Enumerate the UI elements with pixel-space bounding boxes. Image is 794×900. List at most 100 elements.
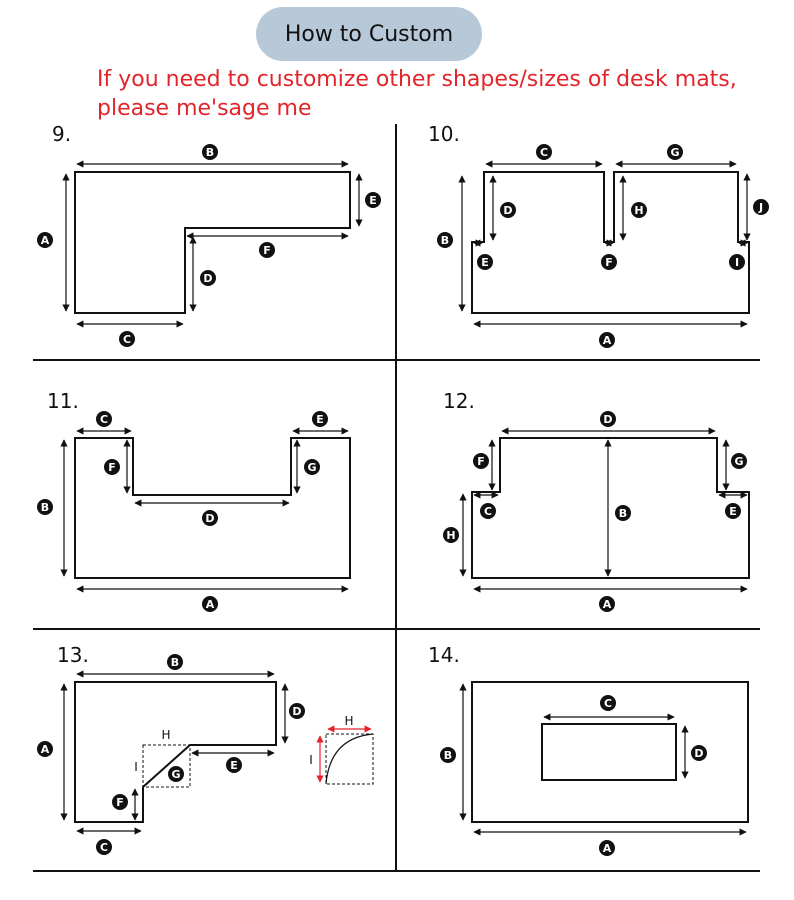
badge-g: G <box>667 144 683 160</box>
panel-13: 13. H I B D A E G F C H I <box>37 643 374 855</box>
svg-text:H: H <box>446 529 455 542</box>
how-to-custom-button[interactable]: How to Custom <box>256 7 482 61</box>
svg-text:C: C <box>484 505 492 518</box>
badge-c: C <box>600 695 616 711</box>
badge-e: E <box>365 192 381 208</box>
svg-text:D: D <box>292 705 301 718</box>
panel-number: 9. <box>52 122 71 146</box>
svg-text:A: A <box>603 598 612 611</box>
badge-c: C <box>96 839 112 855</box>
svg-text:E: E <box>729 505 737 518</box>
panel-number: 10. <box>428 122 460 146</box>
badge-c: C <box>536 144 552 160</box>
svg-text:G: G <box>171 768 180 781</box>
badge-g: G <box>304 459 320 475</box>
mat-shape <box>74 437 351 579</box>
svg-text:G: G <box>307 461 316 474</box>
panel-10: 10. C G D H J B E F I A <box>428 122 769 348</box>
mat-shape <box>74 171 351 314</box>
grid-lines <box>33 124 760 872</box>
svg-text:E: E <box>316 413 324 426</box>
svg-text:A: A <box>41 234 50 247</box>
panel-14: 14. C D B A <box>428 643 749 856</box>
svg-text:E: E <box>481 256 489 269</box>
mat-shape <box>74 681 277 823</box>
panel-9: 9. B A E F D C <box>37 122 381 347</box>
svg-text:G: G <box>734 455 743 468</box>
badge-e: E <box>312 411 328 427</box>
corner-guide-box <box>142 744 191 788</box>
svg-text:C: C <box>100 413 108 426</box>
badge-f: F <box>104 459 120 475</box>
badge-d: D <box>200 270 216 286</box>
panel-number: 14. <box>428 643 460 667</box>
svg-text:J: J <box>758 201 763 214</box>
inset-h-label: H <box>344 714 353 728</box>
svg-text:D: D <box>203 272 212 285</box>
mat-shape <box>471 681 749 823</box>
badge-e: E <box>226 757 242 773</box>
svg-text:D: D <box>503 204 512 217</box>
corner-i-label: I <box>134 760 138 774</box>
svg-text:F: F <box>108 461 116 474</box>
svg-text:B: B <box>206 146 214 159</box>
panel-12: 12. D F G C B E H A <box>443 389 750 612</box>
badge-b: B <box>167 654 183 670</box>
note-line-2: please me'sage me <box>97 96 312 121</box>
badge-b: B <box>615 505 631 521</box>
svg-text:C: C <box>123 333 131 346</box>
badge-b: B <box>37 499 53 515</box>
svg-text:F: F <box>477 455 485 468</box>
svg-text:E: E <box>369 194 377 207</box>
badge-a: A <box>599 596 615 612</box>
svg-text:B: B <box>171 656 179 669</box>
badge-b: B <box>202 144 218 160</box>
panel-number: 13. <box>57 643 89 667</box>
svg-text:B: B <box>619 507 627 520</box>
note-line-1: If you need to customize other shapes/si… <box>97 67 737 92</box>
badge-e: E <box>477 254 493 270</box>
badge-j: J <box>753 199 769 215</box>
svg-text:F: F <box>263 244 271 257</box>
badge-g: G <box>731 453 747 469</box>
badge-f: F <box>259 242 275 258</box>
custom-note: If you need to customize other shapes/si… <box>97 65 777 123</box>
panel-11: 11. C E F G B D A <box>37 389 351 612</box>
svg-text:D: D <box>694 747 703 760</box>
badge-e: E <box>725 503 741 519</box>
badge-d: D <box>202 510 218 526</box>
badge-a: A <box>599 840 615 856</box>
svg-text:E: E <box>230 759 238 772</box>
panel-number: 11. <box>47 389 79 413</box>
cutout-shape <box>541 723 677 781</box>
badge-f: F <box>112 794 128 810</box>
badge-d: D <box>600 411 616 427</box>
corner-detail-inset: H I <box>309 714 374 785</box>
panel-number: 12. <box>443 389 475 413</box>
badge-b: B <box>437 232 453 248</box>
badge-c: C <box>480 503 496 519</box>
svg-text:F: F <box>605 256 613 269</box>
badge-d: D <box>691 745 707 761</box>
badge-h: H <box>631 202 647 218</box>
svg-text:D: D <box>603 413 612 426</box>
badge-a: A <box>37 741 53 757</box>
badge-i: I <box>729 254 745 270</box>
svg-text:A: A <box>41 743 50 756</box>
badge-a: A <box>599 332 615 348</box>
badge-g: G <box>168 766 184 782</box>
badge-f: F <box>473 453 489 469</box>
badge-f: F <box>601 254 617 270</box>
badge-d: D <box>500 202 516 218</box>
badge-a: A <box>37 232 53 248</box>
mat-shape <box>471 171 750 314</box>
svg-text:G: G <box>670 146 679 159</box>
svg-text:I: I <box>735 256 739 269</box>
badge-d: D <box>289 703 305 719</box>
badge-c: C <box>119 331 135 347</box>
svg-text:H: H <box>634 204 643 217</box>
badge-c: C <box>96 411 112 427</box>
svg-text:C: C <box>604 697 612 710</box>
svg-text:C: C <box>100 841 108 854</box>
badge-a: A <box>202 596 218 612</box>
